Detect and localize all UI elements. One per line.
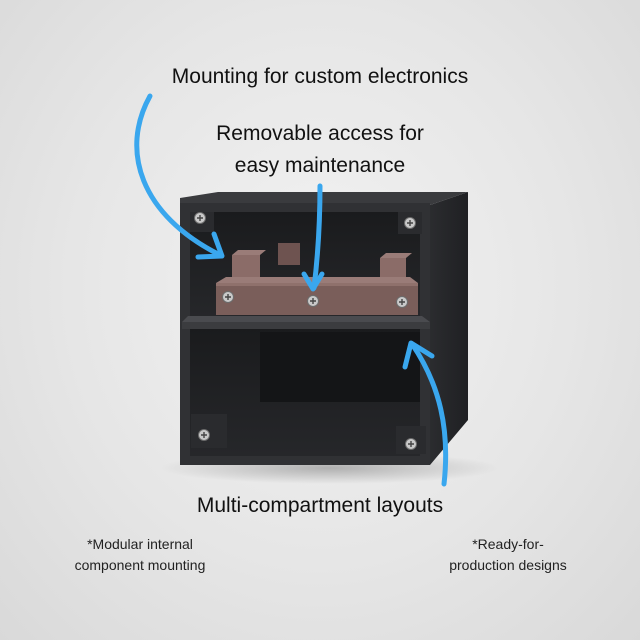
component-module [216, 243, 418, 315]
callout-bottom: Multi-compartment layouts [0, 490, 640, 522]
screw-icon [306, 294, 320, 308]
inner-back-wall [260, 332, 420, 402]
screw-icon [193, 211, 207, 225]
arrow-icon [301, 183, 325, 292]
footnote-left: *Modular internal component mounting [60, 534, 220, 576]
enclosure-top [180, 192, 468, 205]
screw-icon [197, 428, 211, 442]
callout-top: Mounting for custom electronics [0, 61, 640, 93]
callout-middle: Removable access for easy maintenance [0, 118, 640, 182]
callout-middle-line2: easy maintenance [234, 154, 406, 177]
callout-bottom-text: Multi-compartment layouts [196, 494, 444, 517]
screw-icon [395, 295, 409, 309]
callout-top-text: Mounting for custom electronics [171, 65, 469, 88]
footnote-left-line2: component mounting [74, 557, 206, 573]
enclosure-side [430, 192, 468, 465]
shelf-front [182, 322, 430, 329]
screw-icon [404, 437, 418, 451]
footnote-right-line1: *Ready-for- [472, 536, 544, 552]
shelf-top [182, 316, 430, 322]
screw-icon [403, 216, 417, 230]
callout-middle-line1: Removable access for [216, 122, 424, 145]
footnote-right: *Ready-for- production designs [428, 534, 588, 576]
arrow-icon [134, 93, 225, 260]
footnote-right-line2: production designs [449, 557, 567, 573]
corner-block [191, 414, 227, 448]
screw-icon [221, 290, 235, 304]
footnote-left-line1: *Modular internal [87, 536, 193, 552]
arrow-icon [402, 340, 449, 487]
